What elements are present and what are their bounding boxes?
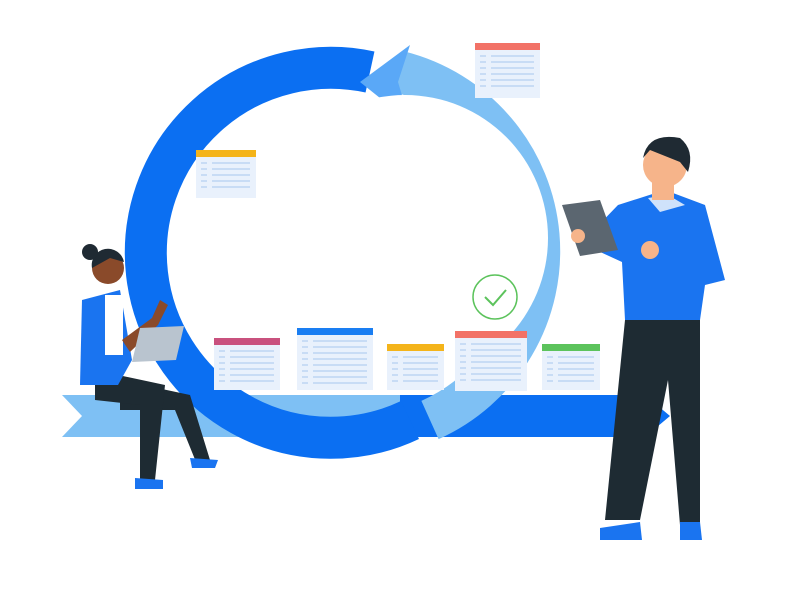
task-card bbox=[214, 338, 280, 390]
task-card bbox=[196, 150, 256, 198]
task-card bbox=[387, 344, 444, 390]
man-with-tablet bbox=[562, 136, 725, 540]
check-icon bbox=[472, 274, 518, 320]
task-card bbox=[542, 344, 600, 390]
woman-with-laptop bbox=[80, 244, 218, 489]
task-card bbox=[475, 43, 540, 98]
task-card bbox=[297, 328, 373, 390]
task-card bbox=[455, 331, 527, 391]
